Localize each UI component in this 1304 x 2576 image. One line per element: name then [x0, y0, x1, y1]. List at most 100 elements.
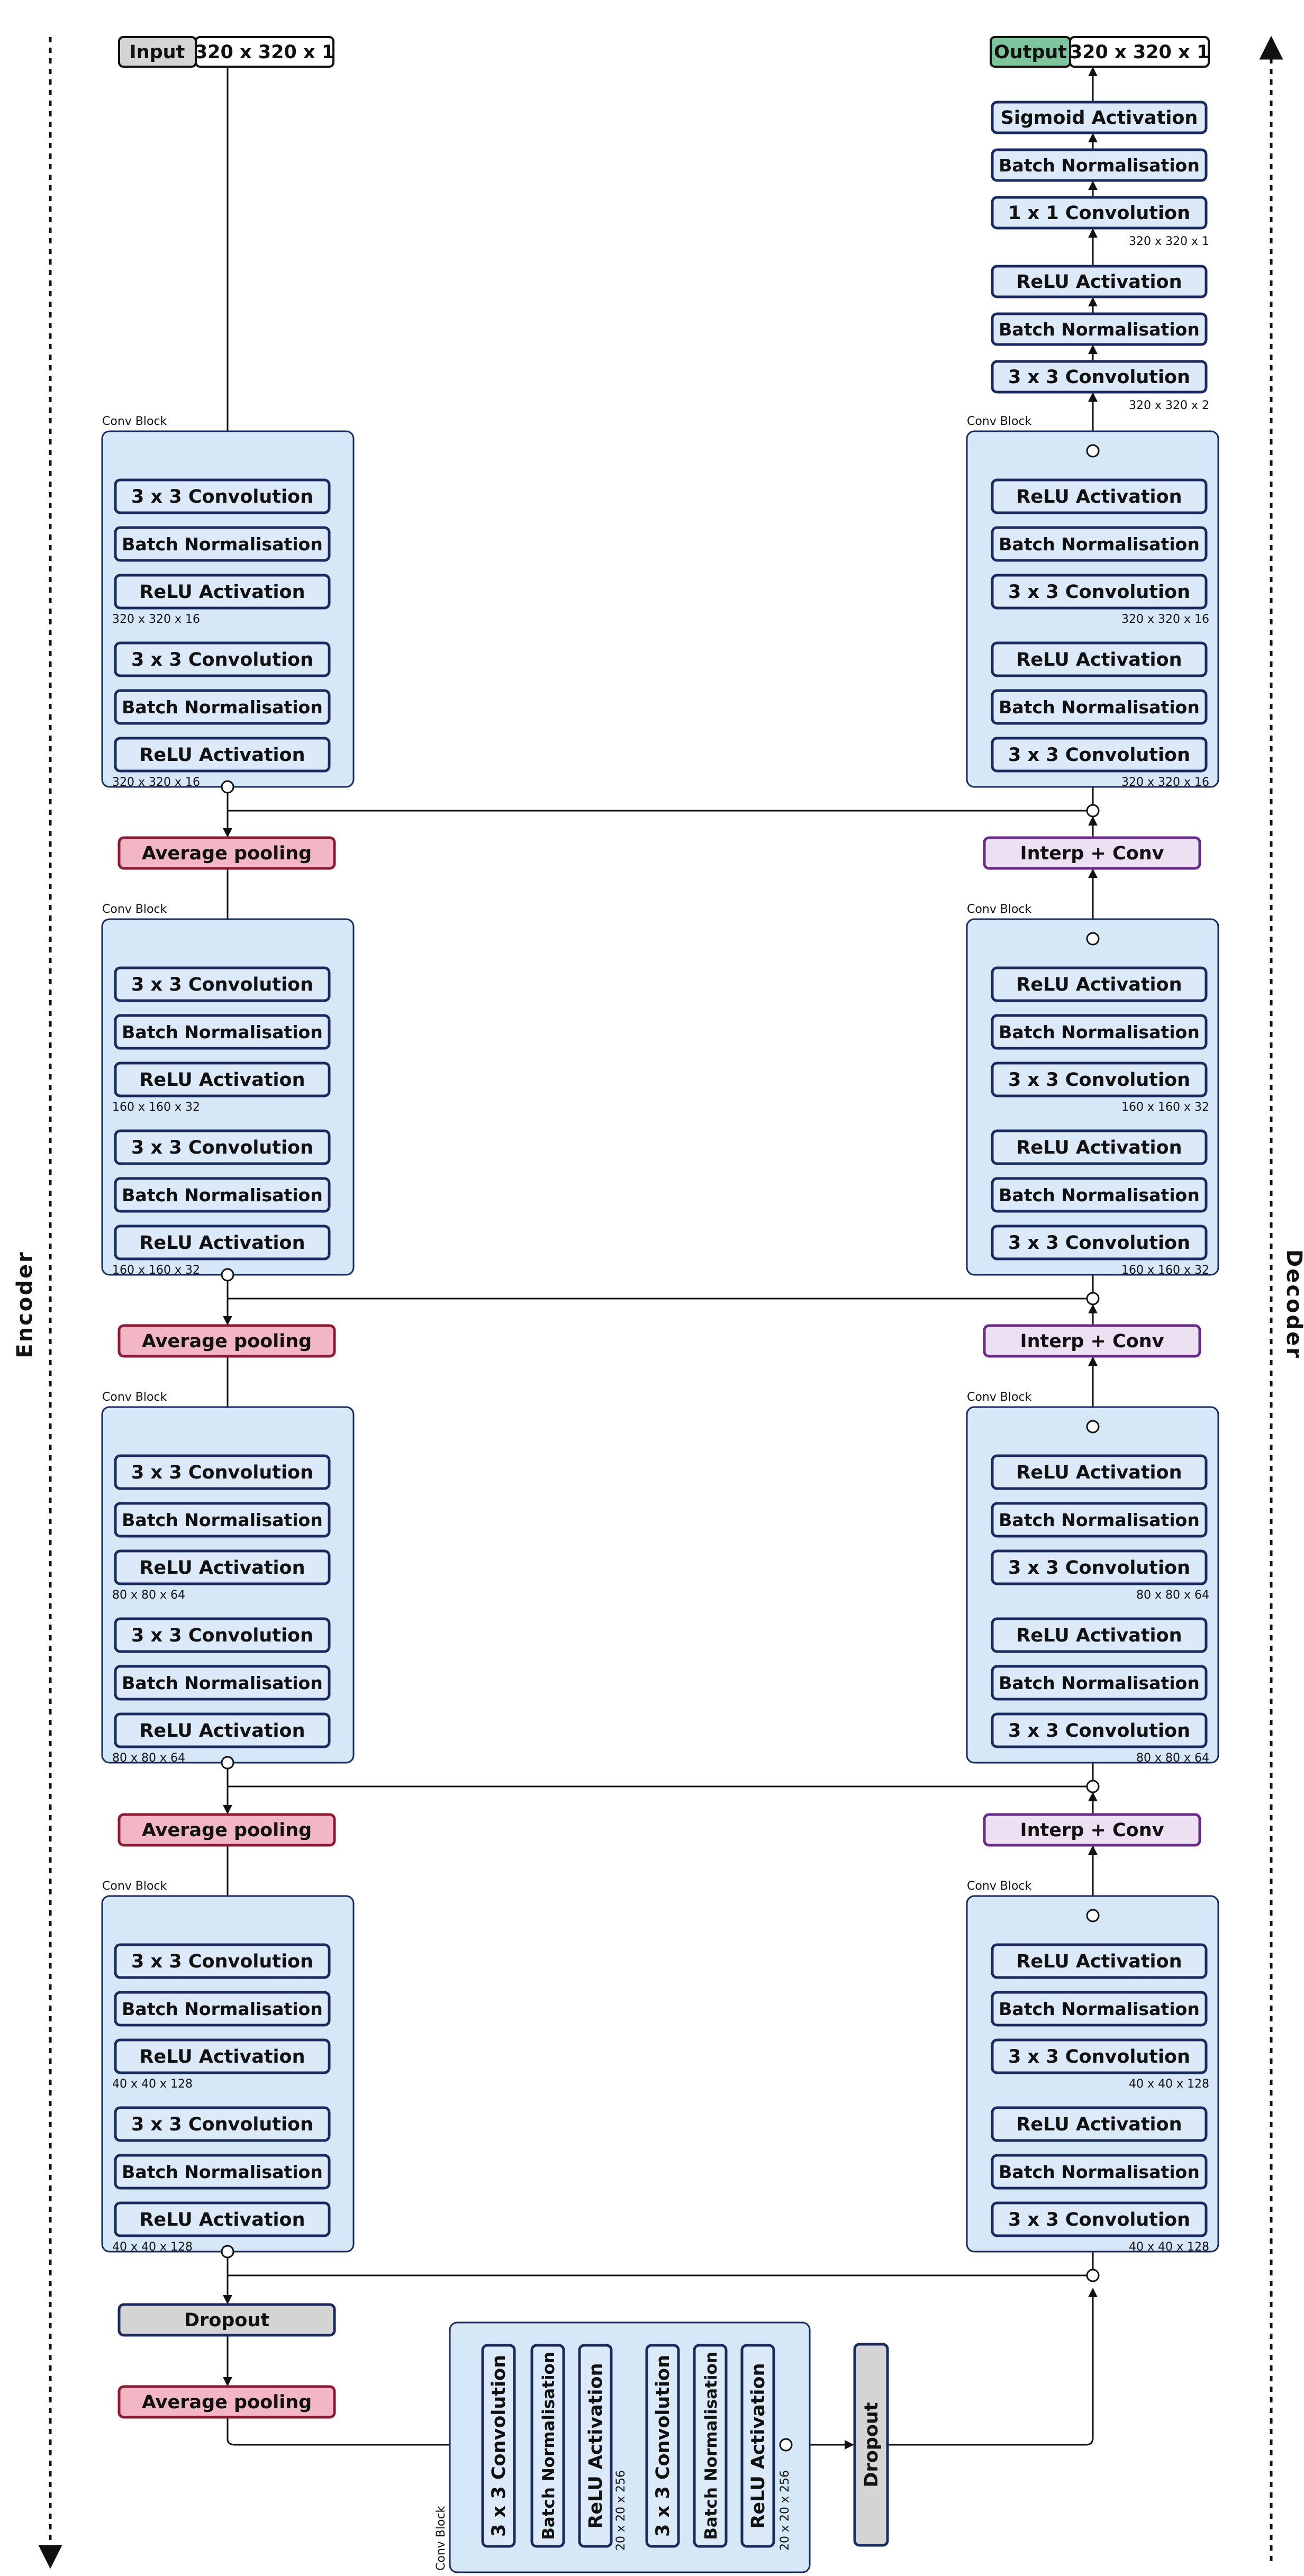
decoder-block-label-2: Conv Block [967, 903, 1032, 916]
decoder-b2-layer-3: ReLU Activation [991, 1129, 1208, 1165]
decoder-b4-layer-4: 3 x 3 Convolution [991, 2038, 1208, 2074]
bottleneck-layer-4-label: 3 x 3 Convolution [653, 2355, 674, 2537]
encoder-avg-pooling-2: Average pooling [117, 1324, 336, 1358]
input-label: Input [130, 42, 185, 63]
decoder-b3-layer-6-label: ReLU Activation [1016, 1462, 1182, 1483]
decoder-b1-layer-6-label: ReLU Activation [1016, 486, 1182, 507]
junction-dot [1086, 444, 1100, 458]
encoder-avg-pooling-4: Average pooling [117, 2385, 336, 2419]
encoder-shape-mid-1: 320 x 320 x 16 [112, 613, 200, 626]
bottleneck-layer-3: ReLU Activation [578, 2344, 613, 2548]
encoder-shape-out-4: 40 x 40 x 128 [112, 2241, 193, 2254]
decoder-shape-mid-2: 160 x 160 x 32 [1121, 1101, 1209, 1114]
decoder-interp-conv-2-label: Interp + Conv [1020, 1331, 1164, 1352]
decoder-shape-mid-4: 40 x 40 x 128 [1129, 2078, 1209, 2091]
encoder-b2-layer-3: ReLU Activation [114, 1062, 331, 1097]
decoder-b2-layer-3-label: ReLU Activation [1016, 1137, 1182, 1158]
bottleneck-layer-2-label: Batch Normalisation [539, 2352, 558, 2540]
encoder-b2-layer-5-label: Batch Normalisation [122, 1185, 323, 1205]
decoder-interp-conv-2: Interp + Conv [983, 1324, 1201, 1358]
encoder-b4-layer-5-label: Batch Normalisation [122, 2162, 323, 2182]
bottleneck-layer-5-label: Batch Normalisation [702, 2352, 721, 2540]
output-1x1-conv: 1 x 1 Convolution [991, 196, 1208, 230]
decoder-b2-layer-5-label: Batch Normalisation [999, 1022, 1200, 1042]
head-shape-3x3: 320 x 320 x 2 [1129, 399, 1209, 412]
decoder-b1-layer-5-label: Batch Normalisation [999, 534, 1200, 555]
bottleneck-shape-out: 20 x 20 x 256 [778, 2470, 792, 2551]
encoder-dropout: Dropout [117, 2303, 336, 2337]
decoder-label: Decoder [1282, 1249, 1304, 1359]
encoder-b1-layer-1: 3 x 3 Convolution [114, 478, 331, 514]
encoder-b4-layer-2-label: Batch Normalisation [122, 1999, 323, 2019]
encoder-b4-layer-2: Batch Normalisation [114, 1991, 331, 2027]
decoder-b3-layer-4: 3 x 3 Convolution [991, 1549, 1208, 1585]
encoder-b1-layer-5-label: Batch Normalisation [122, 697, 323, 718]
encoder-avg-pooling-3: Average pooling [117, 1813, 336, 1847]
bottleneck-layer-1-label: 3 x 3 Convolution [488, 2355, 510, 2537]
output-3x3-conv: 3 x 3 Convolution [991, 360, 1208, 394]
encoder-b2-layer-1-label: 3 x 3 Convolution [131, 974, 313, 995]
bottleneck-layer-6: ReLU Activation [740, 2344, 775, 2548]
junction-dot [1086, 1909, 1100, 1922]
encoder-b2-layer-4: 3 x 3 Convolution [114, 1129, 331, 1165]
encoder-b4-layer-4: 3 x 3 Convolution [114, 2106, 331, 2142]
junction-dot [1086, 1780, 1100, 1793]
encoder-shape-out-3: 80 x 80 x 64 [112, 1752, 185, 1765]
decoder-block-label-1: Conv Block [967, 415, 1032, 428]
decoder-b1-layer-3: ReLU Activation [991, 641, 1208, 677]
junction-dot [221, 1756, 234, 1770]
encoder-b2-layer-3-label: ReLU Activation [139, 1069, 305, 1091]
decoder-b4-layer-6: ReLU Activation [991, 1943, 1208, 1979]
encoder-b4-layer-4-label: 3 x 3 Convolution [131, 2114, 313, 2135]
encoder-shape-mid-2: 160 x 160 x 32 [112, 1101, 200, 1114]
decoder-b2-layer-6: ReLU Activation [991, 966, 1208, 1002]
encoder-b1-layer-2-label: Batch Normalisation [122, 534, 323, 555]
encoder-b3-layer-5-label: Batch Normalisation [122, 1673, 323, 1693]
decoder-b4-layer-5-label: Batch Normalisation [999, 1999, 1200, 2019]
decoder-b1-layer-2: Batch Normalisation [991, 689, 1208, 725]
encoder-b1-layer-6-label: ReLU Activation [139, 745, 305, 766]
junction-dot [1086, 932, 1100, 946]
decoder-shape-mid-3: 80 x 80 x 64 [1136, 1589, 1209, 1602]
decoder-shape-out-1: 320 x 320 x 16 [1121, 776, 1209, 789]
encoder-b4-layer-6: ReLU Activation [114, 2201, 331, 2237]
encoder-b2-layer-6: ReLU Activation [114, 1224, 331, 1260]
decoder-b1-layer-1-label: 3 x 3 Convolution [1008, 745, 1190, 766]
decoder-b4-layer-3-label: ReLU Activation [1016, 2114, 1182, 2135]
bottleneck-dropout-label: Dropout [861, 2402, 882, 2487]
junction-dot [221, 2245, 234, 2258]
output-label: Output [994, 42, 1067, 63]
output-shape: 320 x 320 x 1 [1070, 42, 1209, 63]
encoder-b4-layer-3: ReLU Activation [114, 2038, 331, 2074]
encoder-b1-layer-6: ReLU Activation [114, 737, 331, 773]
output-relu: ReLU Activation [991, 265, 1208, 298]
decoder-b3-layer-2-label: Batch Normalisation [999, 1673, 1200, 1693]
decoder-b2-layer-2: Batch Normalisation [991, 1177, 1208, 1213]
encoder-b3-layer-4: 3 x 3 Convolution [114, 1617, 331, 1653]
encoder-b3-layer-5: Batch Normalisation [114, 1665, 331, 1701]
encoder-shape-mid-3: 80 x 80 x 64 [112, 1589, 185, 1602]
encoder-b3-layer-1-label: 3 x 3 Convolution [131, 1462, 313, 1483]
encoder-b1-layer-1-label: 3 x 3 Convolution [131, 486, 313, 507]
encoder-block-label-2: Conv Block [102, 903, 167, 916]
encoder-b3-layer-3-label: ReLU Activation [139, 1557, 305, 1579]
output-batch-norm-2-label: Batch Normalisation [999, 319, 1200, 340]
decoder-b1-layer-5: Batch Normalisation [991, 526, 1208, 562]
bottleneck-layer-1: 3 x 3 Convolution [481, 2344, 516, 2548]
encoder-dropout-label: Dropout [184, 2310, 269, 2331]
encoder-avg-pooling-3-label: Average pooling [142, 1820, 312, 1841]
encoder-b1-layer-3-label: ReLU Activation [139, 582, 305, 603]
bottleneck-dropout: Dropout [853, 2343, 889, 2547]
encoder-b3-layer-6-label: ReLU Activation [139, 1720, 305, 1741]
decoder-interp-conv-1-label: Interp + Conv [1020, 843, 1164, 864]
decoder-block-label-3: Conv Block [967, 1391, 1032, 1404]
encoder-block-label-4: Conv Block [102, 1880, 167, 1893]
bottleneck-to-decoder-arrow [888, 2288, 1098, 2446]
junction-dot [779, 2438, 793, 2452]
bottleneck-layer-3-label: ReLU Activation [585, 2363, 606, 2528]
decoder-b3-layer-2: Batch Normalisation [991, 1665, 1208, 1701]
